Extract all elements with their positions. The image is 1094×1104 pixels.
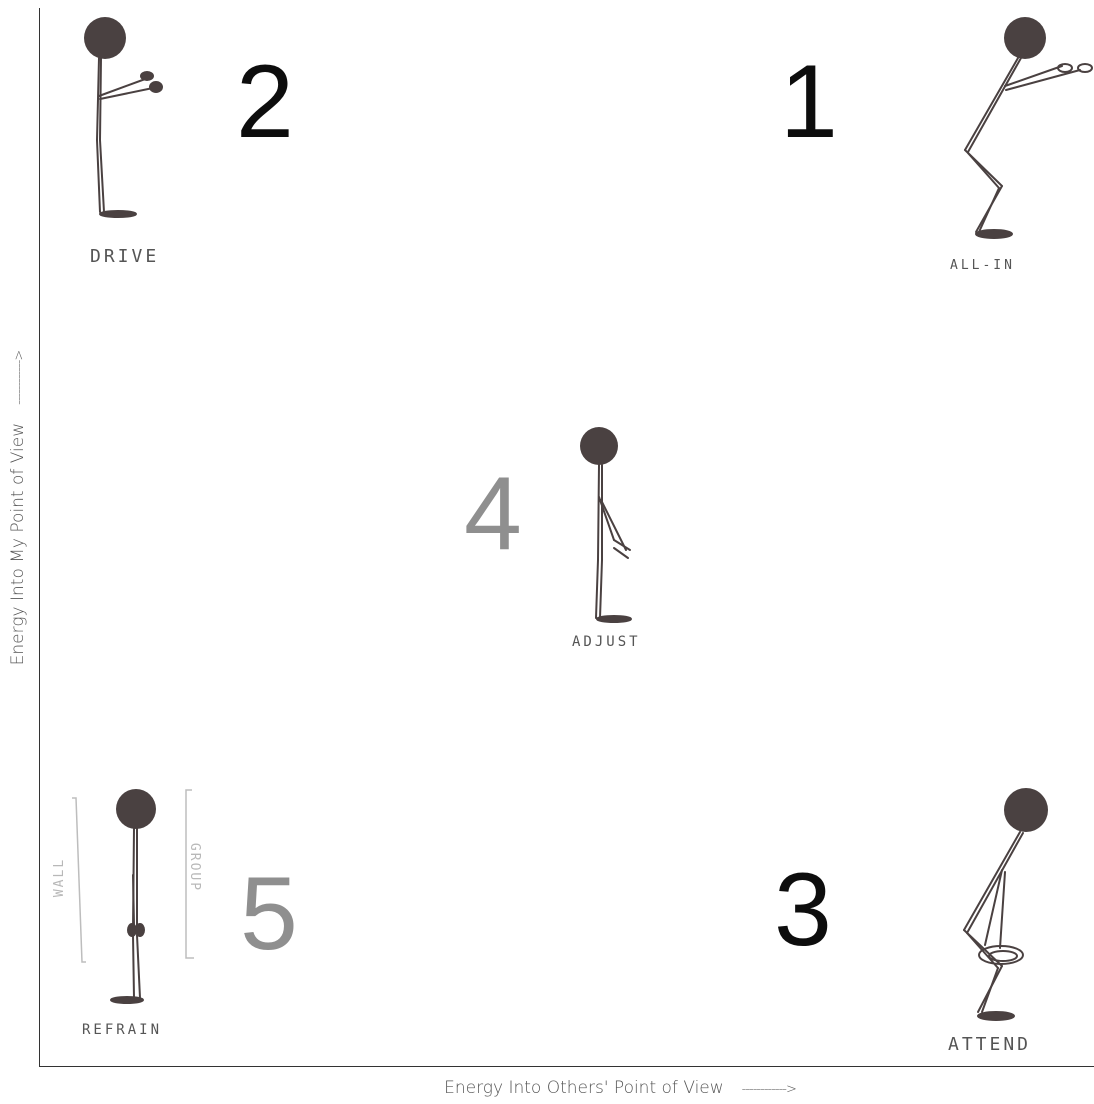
group-bracket (186, 790, 194, 958)
all-in-figure (965, 17, 1092, 238)
attend-figure (964, 788, 1048, 1020)
adjust-figure (580, 427, 631, 622)
drive-figure (84, 17, 162, 217)
wall-bracket (72, 798, 86, 962)
refrain-figure (111, 789, 156, 1003)
